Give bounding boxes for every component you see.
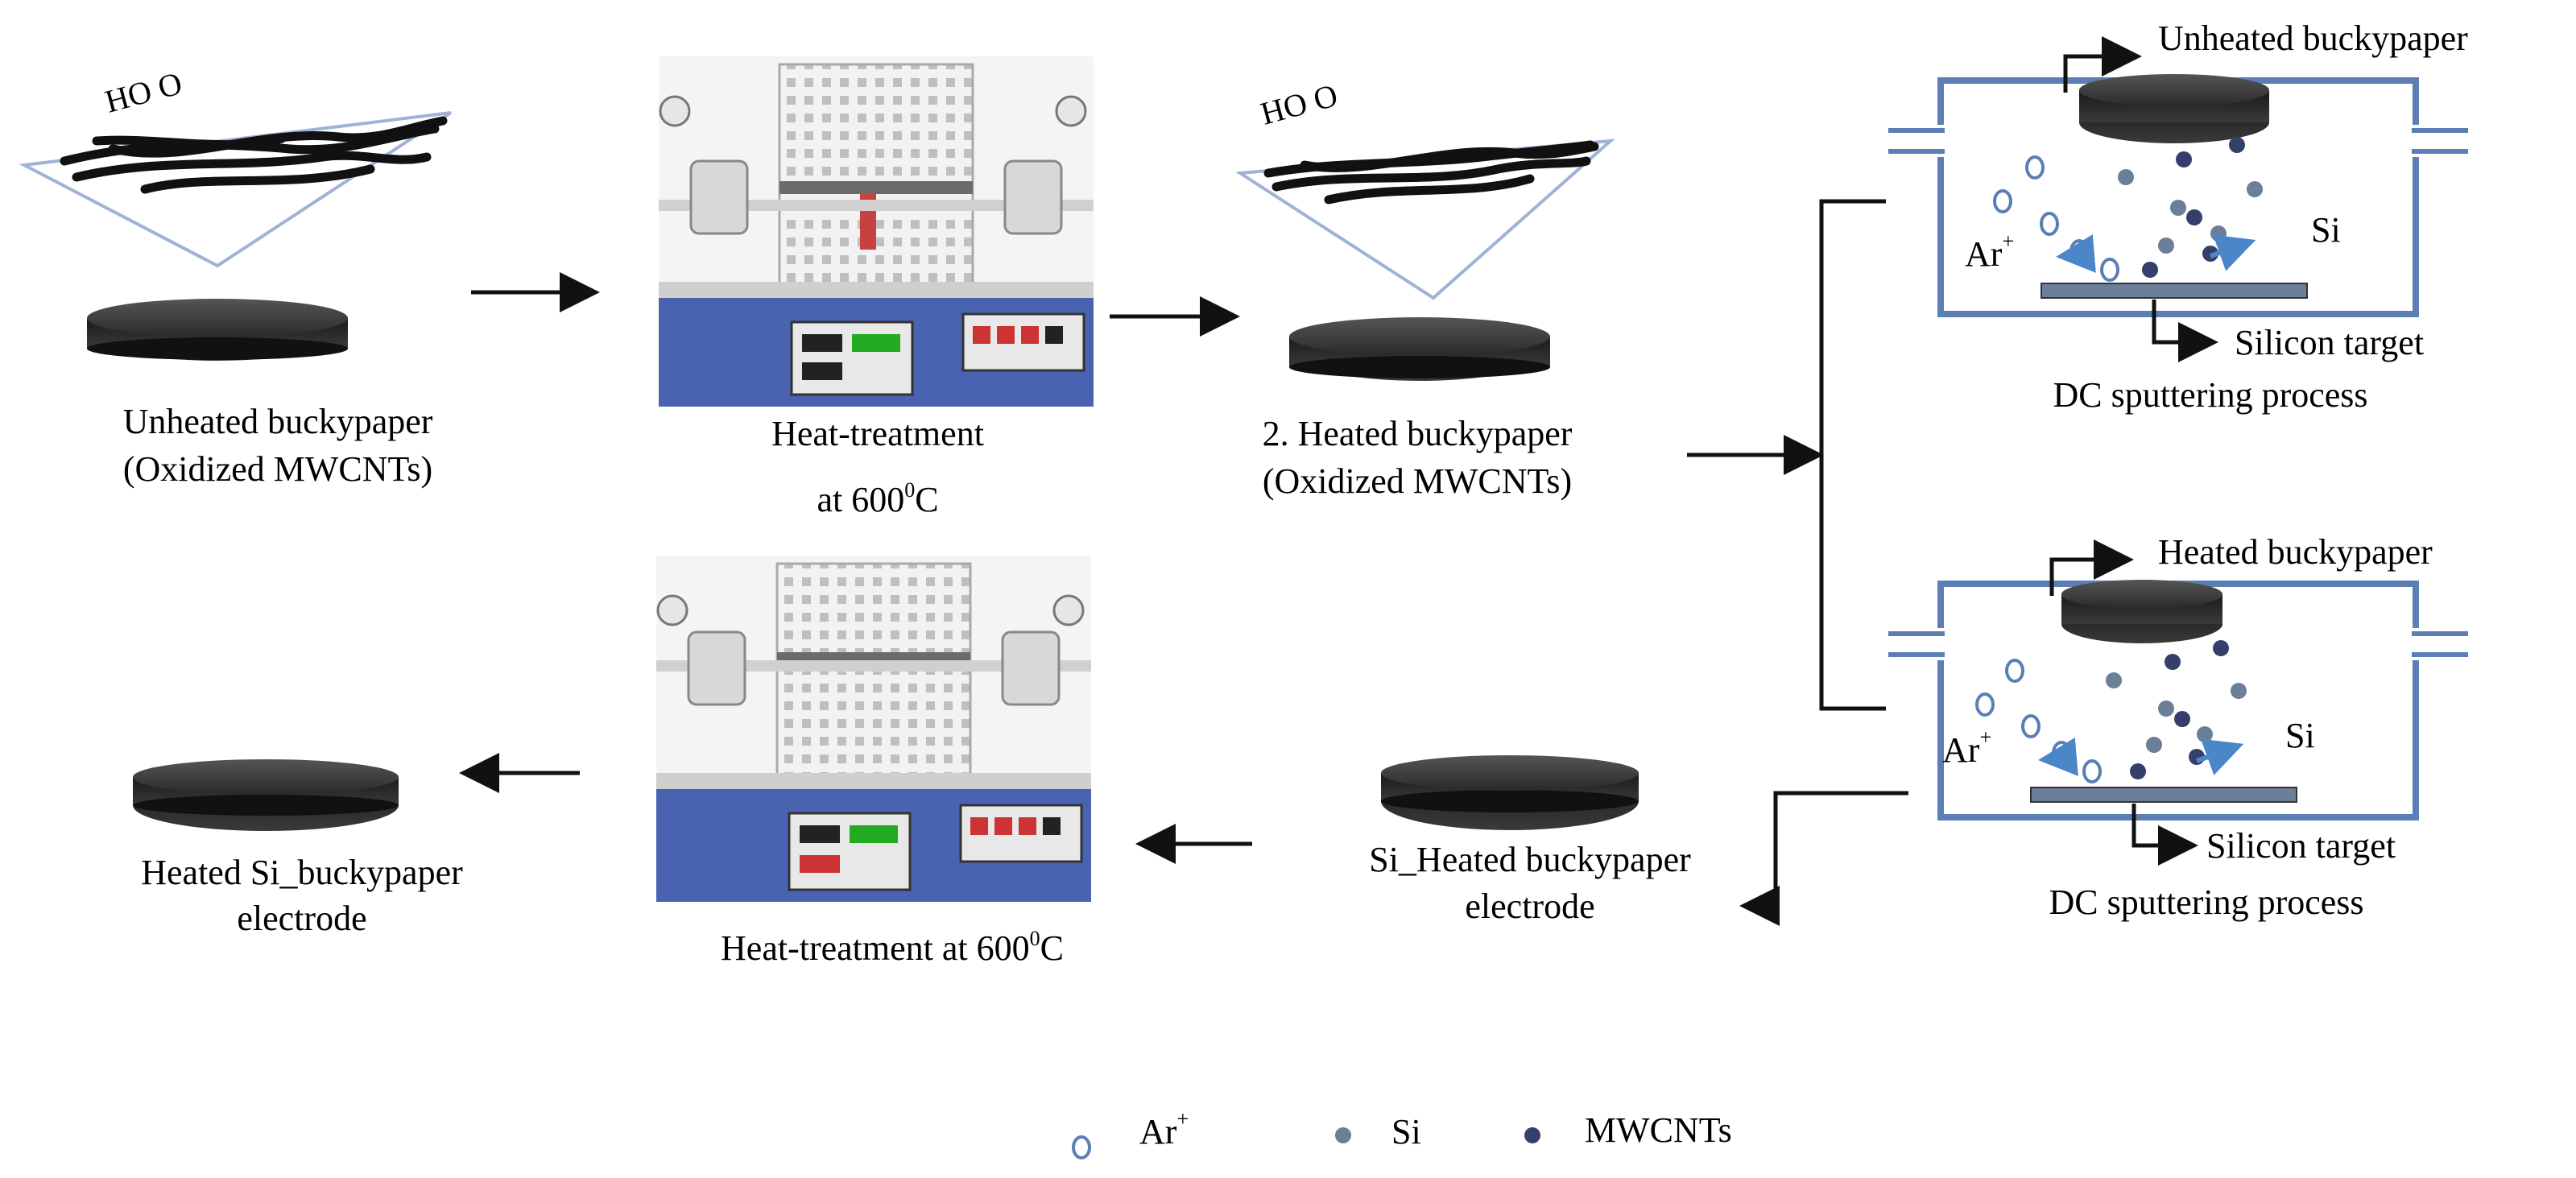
unheated-label-line2: (Oxidized MWCNTs) xyxy=(123,449,432,489)
chamber1-ar-label: Ar+ xyxy=(1965,229,2014,274)
arrow-from-chamber2 xyxy=(1751,791,1908,908)
final-label-line1: Heated Si_buckypaper xyxy=(141,853,463,892)
label-text: Heat-treatment at 600 xyxy=(721,928,1030,968)
chamber2-sample-label: Heated buckypaper xyxy=(2158,532,2433,572)
legend-mwcnt-label: MWCNTs xyxy=(1585,1110,1732,1150)
legend: Ar+ Si MWCNTs xyxy=(1072,1107,1732,1159)
heated-label-line2: (Oxidized MWCNTs) xyxy=(1263,461,1572,501)
heated-label-line1: 2. Heated buckypaper xyxy=(1263,414,1573,453)
heat-treatment-top-line1: Heat-treatment xyxy=(771,414,984,453)
chamber2-si-label: Si xyxy=(2285,716,2315,755)
tube-furnace-image-bottom xyxy=(656,556,1091,902)
unheated-buckypaper-illustration: HO O xyxy=(19,64,453,361)
si-heated-label-line2: electrode xyxy=(1465,887,1594,926)
legend-mwcnt-marker xyxy=(1524,1127,1540,1143)
chamber2-ar-label: Ar+ xyxy=(1942,725,1991,770)
label-text: 0 xyxy=(1030,927,1040,950)
legend-si-label: Si xyxy=(1391,1112,1421,1151)
final-electrode-disk xyxy=(133,759,399,831)
chamber1-sample-label: Unheated buckypaper xyxy=(2158,19,2468,58)
label-text: at 600 xyxy=(817,480,904,519)
chamber1-si-label: Si xyxy=(2311,210,2341,250)
chamber1-caption: DC sputtering process xyxy=(2053,375,2367,415)
label-text: 0 xyxy=(904,478,915,502)
final-label-line2: electrode xyxy=(237,899,366,938)
chamber2-caption: DC sputtering process xyxy=(2049,882,2363,922)
si-heated-label-line1: Si_Heated buckypaper xyxy=(1369,840,1691,879)
split-bracket xyxy=(1819,199,1886,711)
label-text: + xyxy=(1979,725,1991,749)
unheated-label-line1: Unheated buckypaper xyxy=(123,402,433,441)
si-heated-buckypaper-disk xyxy=(1381,755,1639,830)
chamber1-target-label: Silicon target xyxy=(2235,323,2424,362)
legend-ar-marker xyxy=(1072,1135,1091,1159)
functional-group-label: HO O xyxy=(101,64,186,119)
label-text: Ar xyxy=(1965,234,2003,274)
functional-group-label-heated: HO O xyxy=(1257,76,1342,131)
label-text: C xyxy=(1040,928,1064,968)
heat-treatment-bottom: Heat-treatment at 6000C xyxy=(721,927,1064,968)
label-text: Ar xyxy=(1942,730,1980,770)
label-text: + xyxy=(1176,1107,1189,1130)
sputtering-chamber-2 xyxy=(1884,539,2474,866)
tube-furnace-image-top xyxy=(659,56,1094,407)
label-text: C xyxy=(915,480,938,519)
label-text: + xyxy=(2002,229,2014,253)
sputtering-chamber-1 xyxy=(1884,36,2474,362)
label-text: Ar xyxy=(1139,1112,1177,1151)
legend-ar-label: Ar+ xyxy=(1139,1107,1189,1151)
heated-buckypaper-illustration: HO O xyxy=(1235,76,1615,381)
chamber2-target-label: Silicon target xyxy=(2206,826,2396,866)
legend-si-marker xyxy=(1335,1127,1351,1143)
heat-treatment-top-line2: at 6000C xyxy=(817,478,938,519)
